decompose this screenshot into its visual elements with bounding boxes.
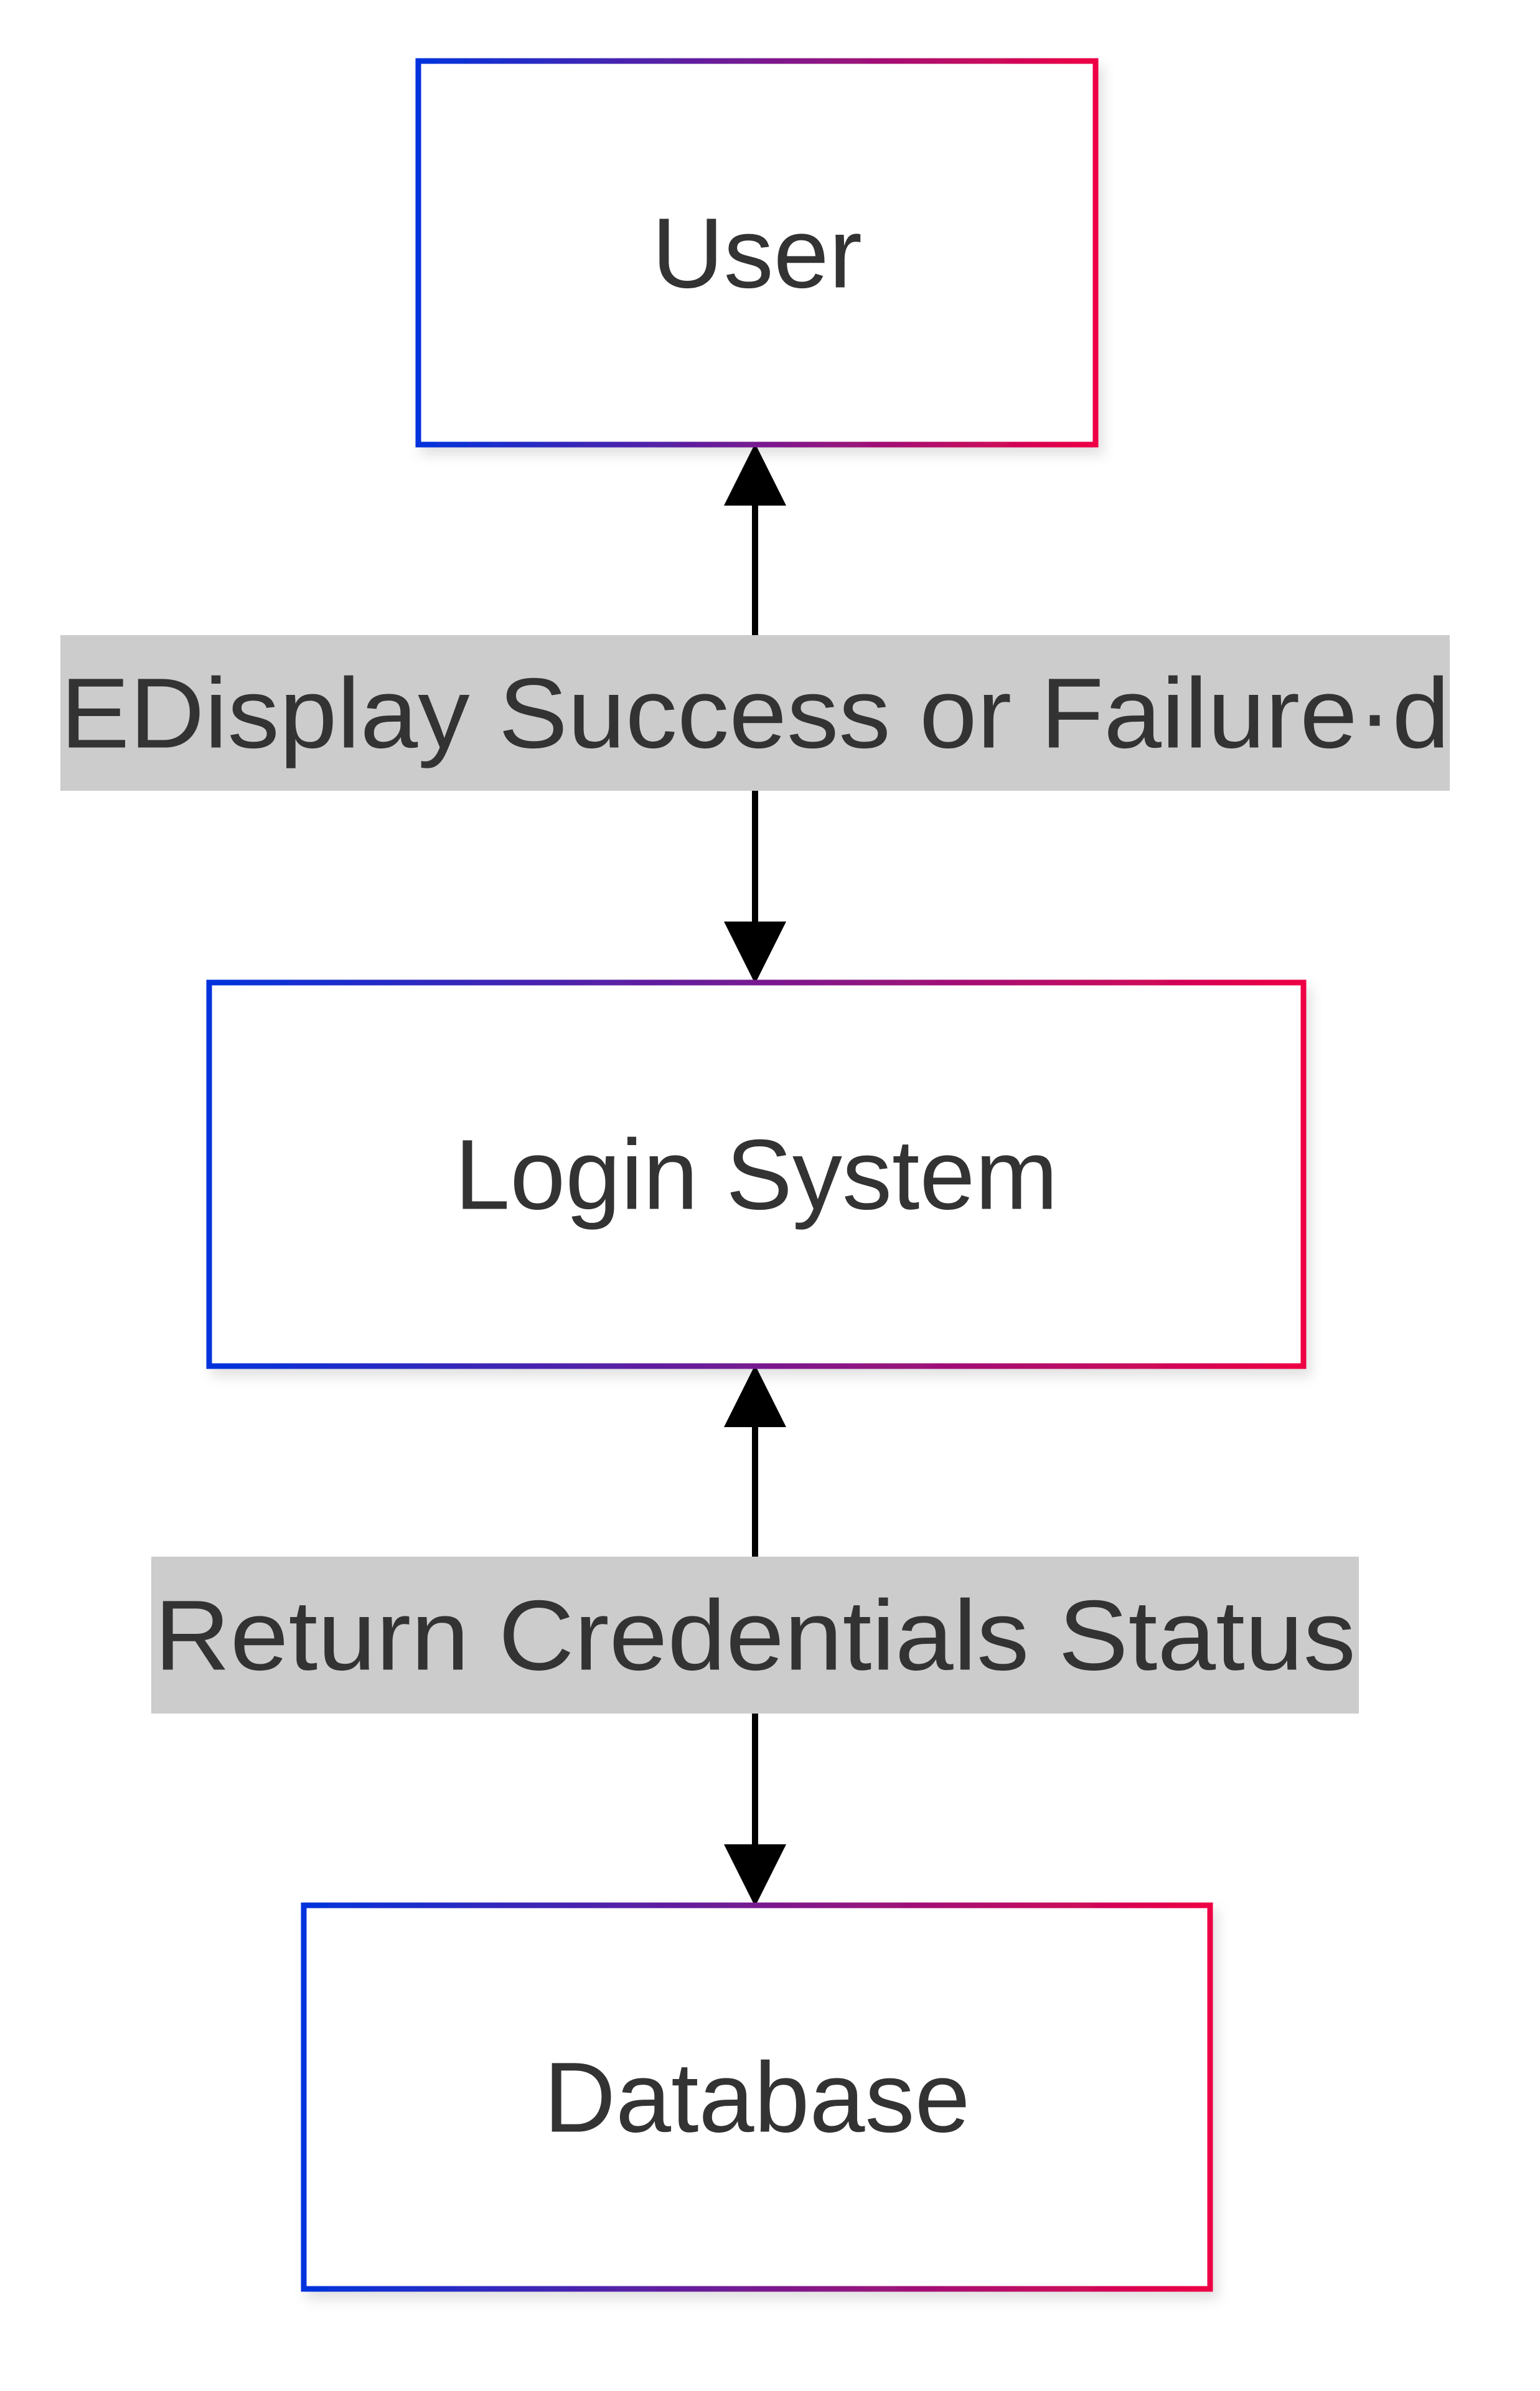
arrowhead-down-to-database-icon (724, 1844, 786, 1907)
node-database-label: Database (544, 2042, 970, 2153)
node-database-box (301, 1902, 1213, 2292)
node-user-label: User (652, 197, 862, 309)
node-login-system-box (206, 979, 1307, 1369)
edge-user-login: EDisplay Success or Failure·d (60, 443, 1450, 984)
edge-label-background (151, 1557, 1359, 1714)
node-user-box (415, 58, 1099, 448)
arrowhead-up-to-user-icon (724, 443, 786, 506)
arrowhead-down-to-login-icon (724, 922, 786, 984)
node-user (415, 58, 1099, 448)
node-login-system (206, 979, 1307, 1369)
edge-login-database: Return Credentials Status (151, 1365, 1359, 1907)
arrowhead-up-to-login-icon (724, 1365, 786, 1427)
node-database (301, 1902, 1213, 2292)
edge-label-login-database: Return Credentials Status (154, 1580, 1356, 1691)
node-login-system-label: Login System (454, 1119, 1058, 1230)
edge-label-user-login: EDisplay Success or Failure·d (60, 658, 1450, 769)
edge-label-background (60, 635, 1450, 791)
